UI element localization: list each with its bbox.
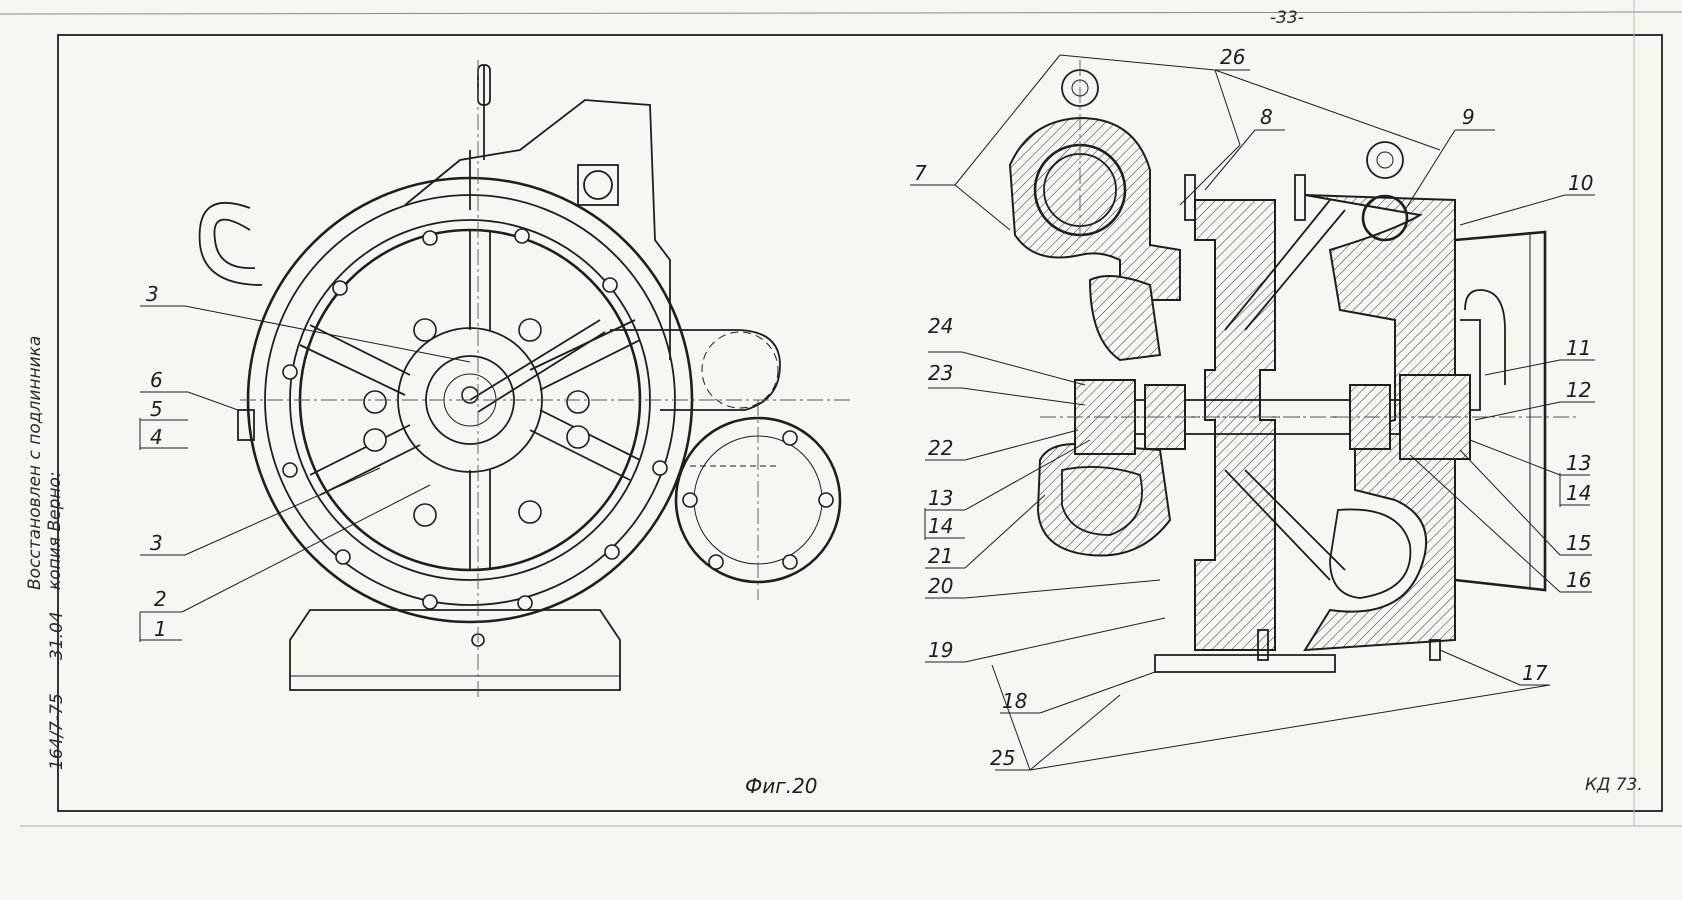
callout-20: 20 xyxy=(928,574,953,598)
callout-6: 6 xyxy=(150,368,163,392)
callout-11: 11 xyxy=(1566,336,1591,360)
callout-12: 12 xyxy=(1566,378,1591,402)
callout-2: 2 xyxy=(154,587,167,611)
callout-22: 22 xyxy=(928,436,953,460)
figure-caption: Фиг.20 xyxy=(745,774,818,798)
callout-10: 10 xyxy=(1568,171,1593,195)
end-view-callouts xyxy=(139,305,471,642)
callout-9: 9 xyxy=(1462,105,1475,129)
page-number: -33- xyxy=(1270,8,1304,28)
sheet-border xyxy=(0,0,1682,827)
restored-note-line1: Восстановлен с подлинника xyxy=(25,336,45,590)
section-view-callouts xyxy=(910,54,1595,771)
callout-17: 17 xyxy=(1522,661,1548,685)
callout-24: 24 xyxy=(928,314,953,338)
doc-number-note: 164/7-75 xyxy=(47,693,67,770)
restored-note-line2: копия Верно: xyxy=(45,471,65,590)
callout-26: 26 xyxy=(1220,45,1245,69)
date-note: 31.04 xyxy=(47,611,67,660)
callout-16: 16 xyxy=(1566,568,1591,592)
callout-13-right: 13 xyxy=(1566,451,1591,475)
callout-4: 4 xyxy=(150,425,163,449)
callout-18: 18 xyxy=(1002,689,1027,713)
callout-19: 19 xyxy=(928,638,953,662)
callout-21: 21 xyxy=(928,544,953,568)
callout-5: 5 xyxy=(150,397,163,421)
callout-1: 1 xyxy=(154,617,167,641)
archival-side-notes: Восстановлен с подлинника копия Верно: 3… xyxy=(25,336,67,770)
callout-14-right: 14 xyxy=(1566,481,1591,505)
callout-23: 23 xyxy=(928,361,953,385)
callout-7: 7 xyxy=(914,161,927,185)
callout-15: 15 xyxy=(1566,531,1591,555)
callout-3-upper: 3 xyxy=(146,282,159,306)
end-view-drawing xyxy=(198,60,850,700)
section-view-drawing xyxy=(1008,60,1580,673)
drawing-code: КД 73. xyxy=(1585,775,1643,795)
callout-8: 8 xyxy=(1260,105,1273,129)
callout-13-left: 13 xyxy=(928,486,953,510)
callout-14-left: 14 xyxy=(928,514,953,538)
callout-25: 25 xyxy=(990,746,1015,770)
callout-3-lower: 3 xyxy=(150,531,163,555)
